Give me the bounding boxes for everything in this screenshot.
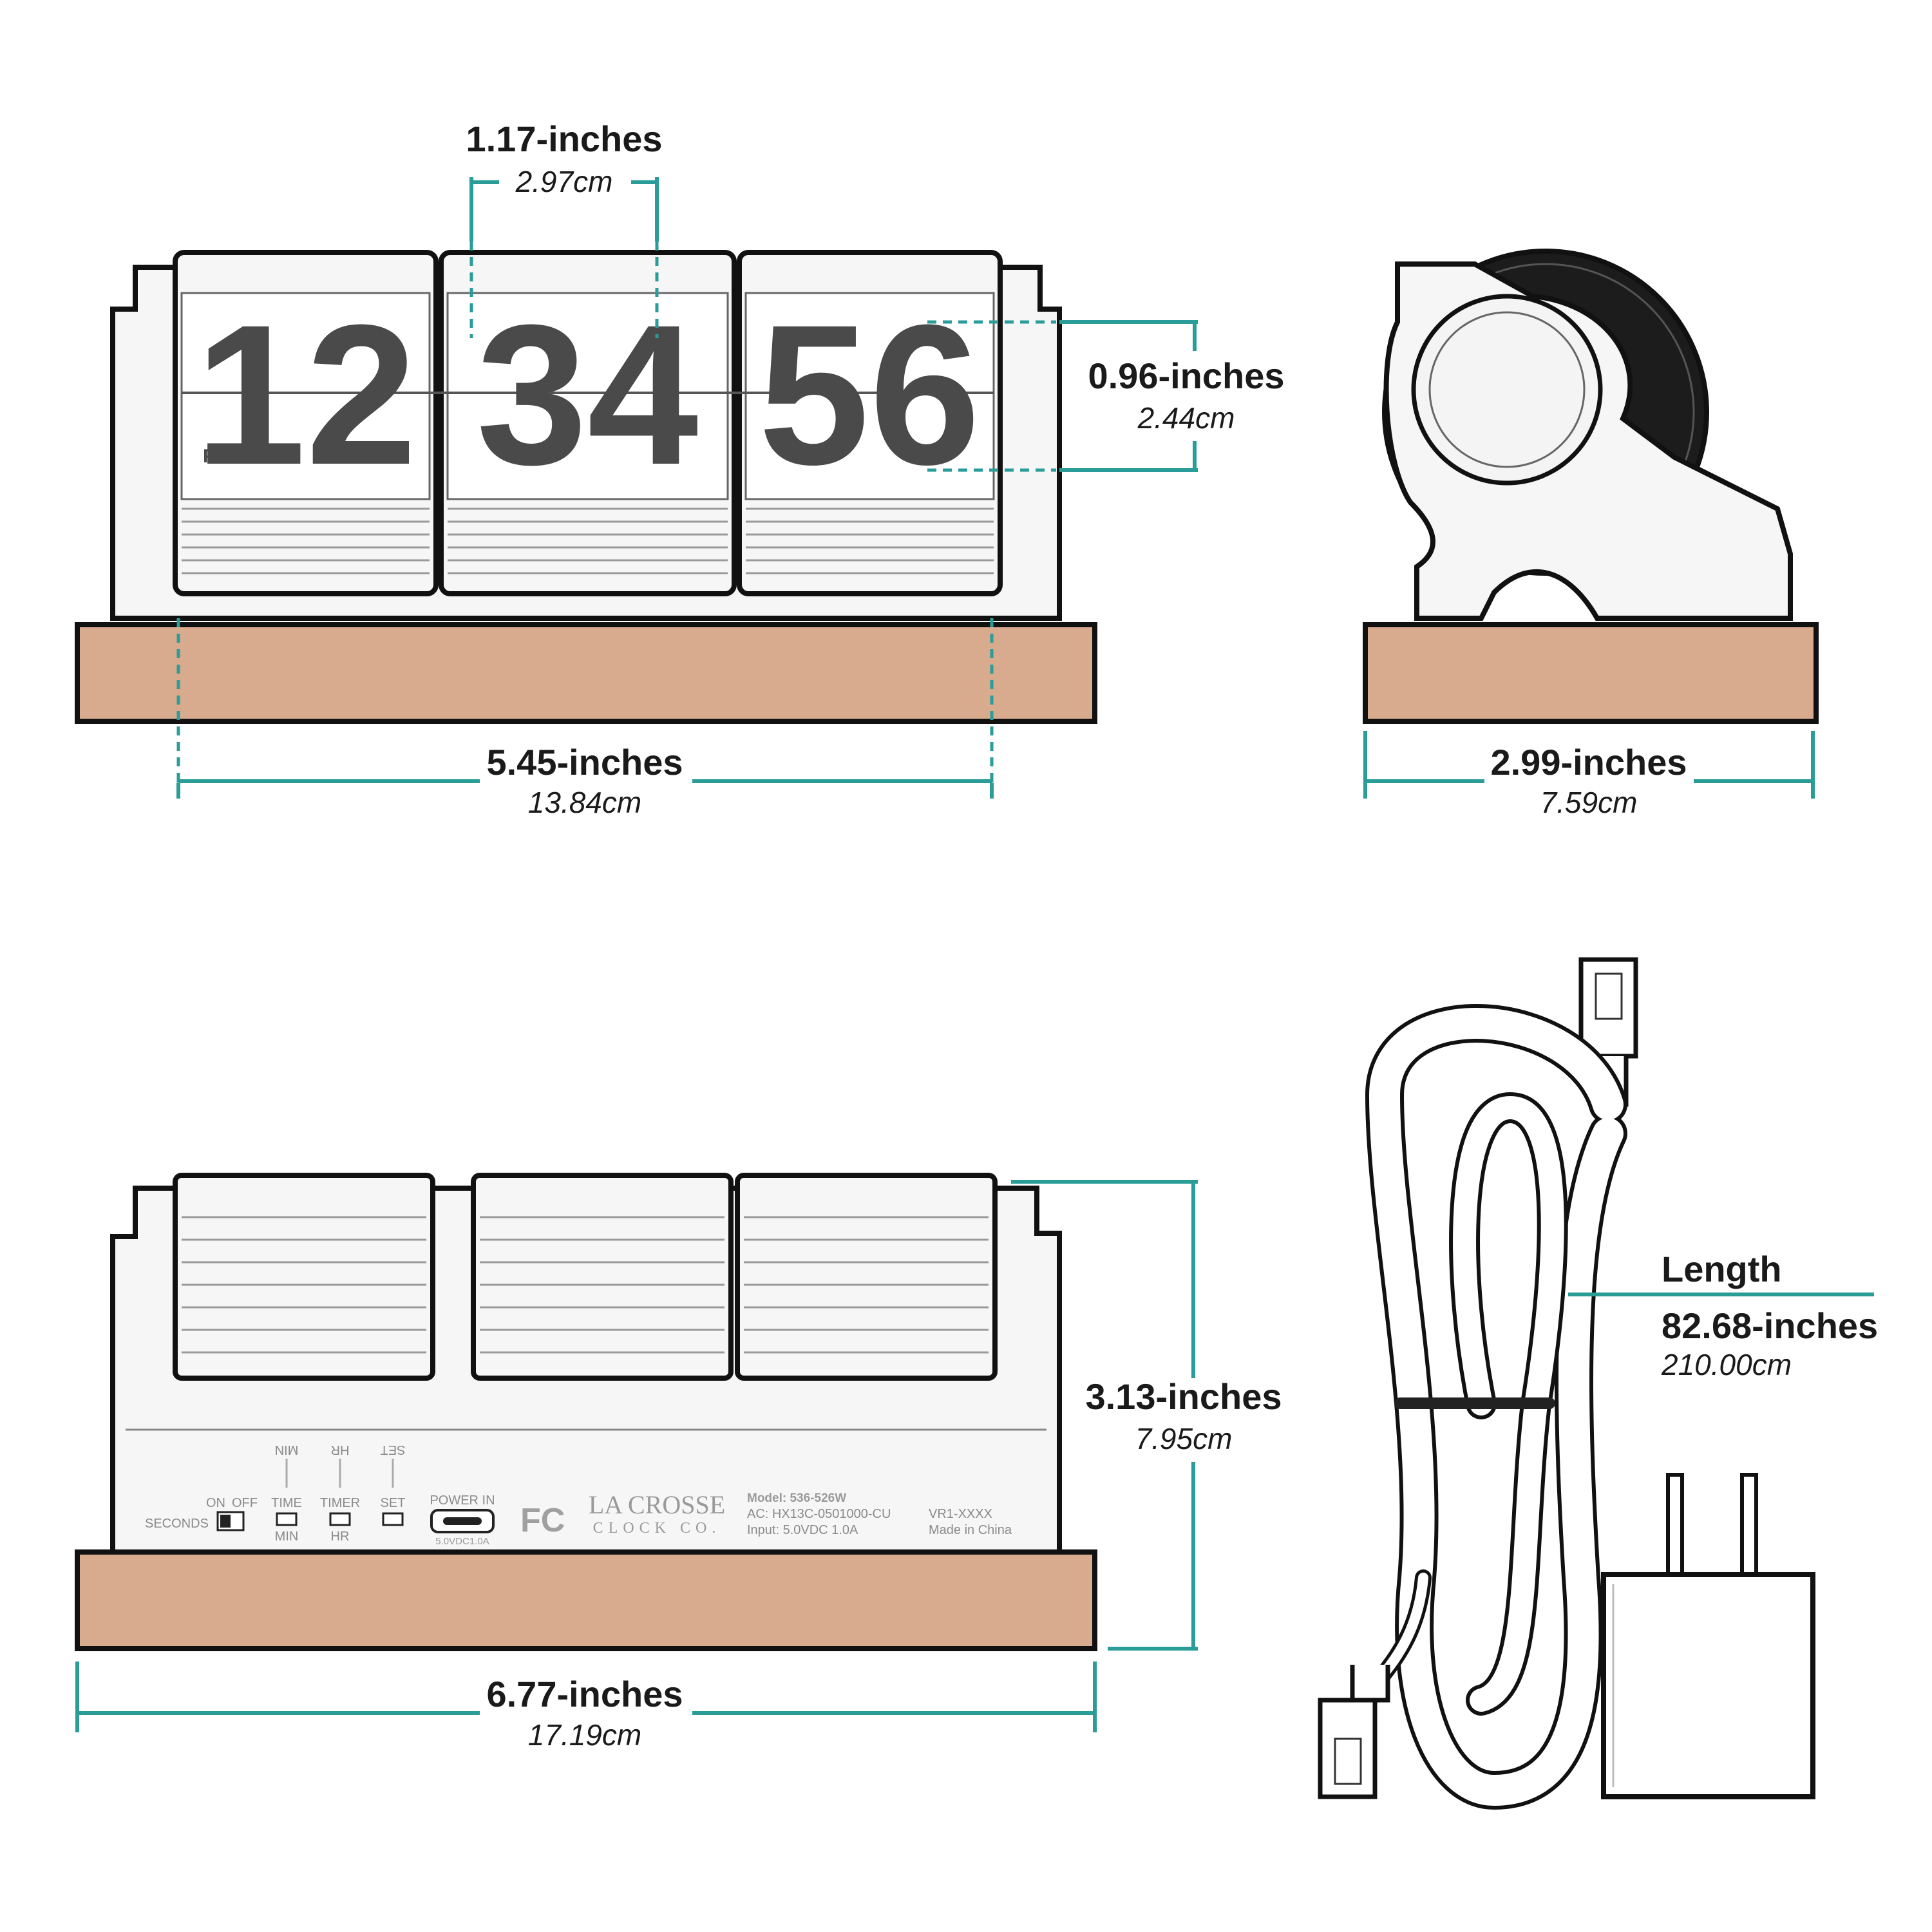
set-button[interactable]: [382, 1512, 404, 1526]
card-face-hours: [180, 292, 431, 500]
side-depth-cm: 7.59cm: [1540, 786, 1638, 819]
back-height-inches: 3.13-inches: [1085, 1376, 1282, 1417]
base-width-inches: 6.77-inches: [486, 1674, 683, 1714]
cable-length-label: Length: [1662, 1249, 1782, 1289]
card-stack-lines-front: [182, 507, 994, 574]
timer-button[interactable]: [329, 1512, 351, 1526]
power-spec: 5.0VDC1.0A: [435, 1536, 489, 1547]
digit-height-dimension: 0.96-inches 2.44cm: [927, 320, 1285, 472]
adapter-prong-right: [1740, 1473, 1758, 1580]
cable-bottom-connector: [1318, 1698, 1378, 1799]
side-wood-base: [1363, 622, 1819, 724]
digits-minutes: 34: [477, 283, 700, 506]
timer-label: TIMER: [320, 1496, 360, 1510]
back-module-seconds: [735, 1173, 998, 1381]
back-module-hours: [173, 1173, 435, 1381]
back-view: MIN HR SET SECONDS ON OFF TIME MIN TIMER…: [75, 1173, 1097, 1651]
front-width-inches: 5.45-inches: [486, 742, 683, 782]
made-in: Made in China: [929, 1523, 1012, 1537]
side-depth-inches: 2.99-inches: [1490, 742, 1687, 782]
back-module-minutes: [471, 1173, 734, 1381]
seconds-label: SECONDS: [145, 1517, 209, 1531]
digit-width-dimension: 1.17-inches 2.97cm: [466, 118, 663, 338]
base-width-dimension: 6.77-inches 17.19cm: [75, 1662, 1097, 1752]
vr-code: VR1-XXXX: [929, 1507, 992, 1521]
card-stack-lines-back: [182, 1216, 989, 1354]
inverted-set-label: SET: [381, 1443, 406, 1457]
adapter-body: [1601, 1572, 1815, 1799]
inverted-min-label: MIN: [275, 1443, 299, 1457]
digit-width-inches: 1.17-inches: [466, 118, 662, 159]
fcc-mark: FC: [520, 1502, 565, 1539]
power-in-label: POWER IN: [430, 1493, 495, 1508]
ac-adapter-id: AC: HX13C-0501000-CU: [747, 1507, 891, 1521]
digits-hours: 12: [195, 283, 417, 506]
model-number: Model: 536-526W: [747, 1492, 846, 1505]
time-min-label: MIN: [275, 1530, 299, 1544]
back-height-dimension: 3.13-inches 7.95cm: [1011, 1180, 1282, 1651]
time-button[interactable]: [276, 1512, 298, 1526]
side-depth-dimension: 2.99-inches 7.59cm: [1363, 731, 1815, 819]
side-rotor-hub: [1411, 294, 1603, 486]
back-wood-base: [75, 1549, 1097, 1651]
cable-length-inches: 82.68-inches: [1662, 1305, 1878, 1346]
on-label: ON: [206, 1496, 225, 1510]
timer-hr-label: HR: [331, 1530, 350, 1544]
cable-top-connector: [1578, 957, 1638, 1059]
power-adapter: [1601, 1473, 1815, 1799]
input-rating: Input: 5.0VDC 1.0A: [747, 1523, 858, 1537]
front-view: 12 34 56 PM: [75, 250, 1097, 724]
cable-length-dimension: Length 82.68-inches 210.00cm: [1568, 1249, 1878, 1381]
digits-seconds: 56: [759, 283, 981, 506]
digit-width-cm: 2.97cm: [515, 165, 613, 198]
front-width-dimension: 5.45-inches 13.84cm: [176, 618, 994, 819]
set-label: SET: [381, 1496, 406, 1510]
cable-length-cm: 210.00cm: [1661, 1348, 1792, 1381]
side-view: [1363, 249, 1819, 724]
digit-height-cm: 2.44cm: [1137, 401, 1235, 435]
usb-c-cable: [1318, 957, 1638, 1810]
brand-subtitle: CLOCK CO.: [593, 1520, 721, 1537]
front-width-cm: 13.84cm: [528, 786, 641, 819]
inverted-hr-label: HR: [331, 1443, 350, 1457]
card-face-minutes: [446, 292, 729, 500]
adapter-prong-left: [1666, 1473, 1684, 1580]
cable-tie: [1394, 1397, 1555, 1409]
brand-name: LA CROSSE: [589, 1490, 725, 1519]
base-width-cm: 17.19cm: [528, 1718, 641, 1752]
time-label: TIME: [271, 1496, 302, 1510]
digit-height-inches: 0.96-inches: [1088, 355, 1284, 396]
card-face-seconds: [744, 292, 995, 500]
off-label: OFF: [232, 1496, 258, 1510]
ampm-indicator: PM: [203, 446, 232, 467]
front-wood-base: [75, 622, 1097, 724]
back-height-cm: 7.95cm: [1135, 1422, 1233, 1455]
